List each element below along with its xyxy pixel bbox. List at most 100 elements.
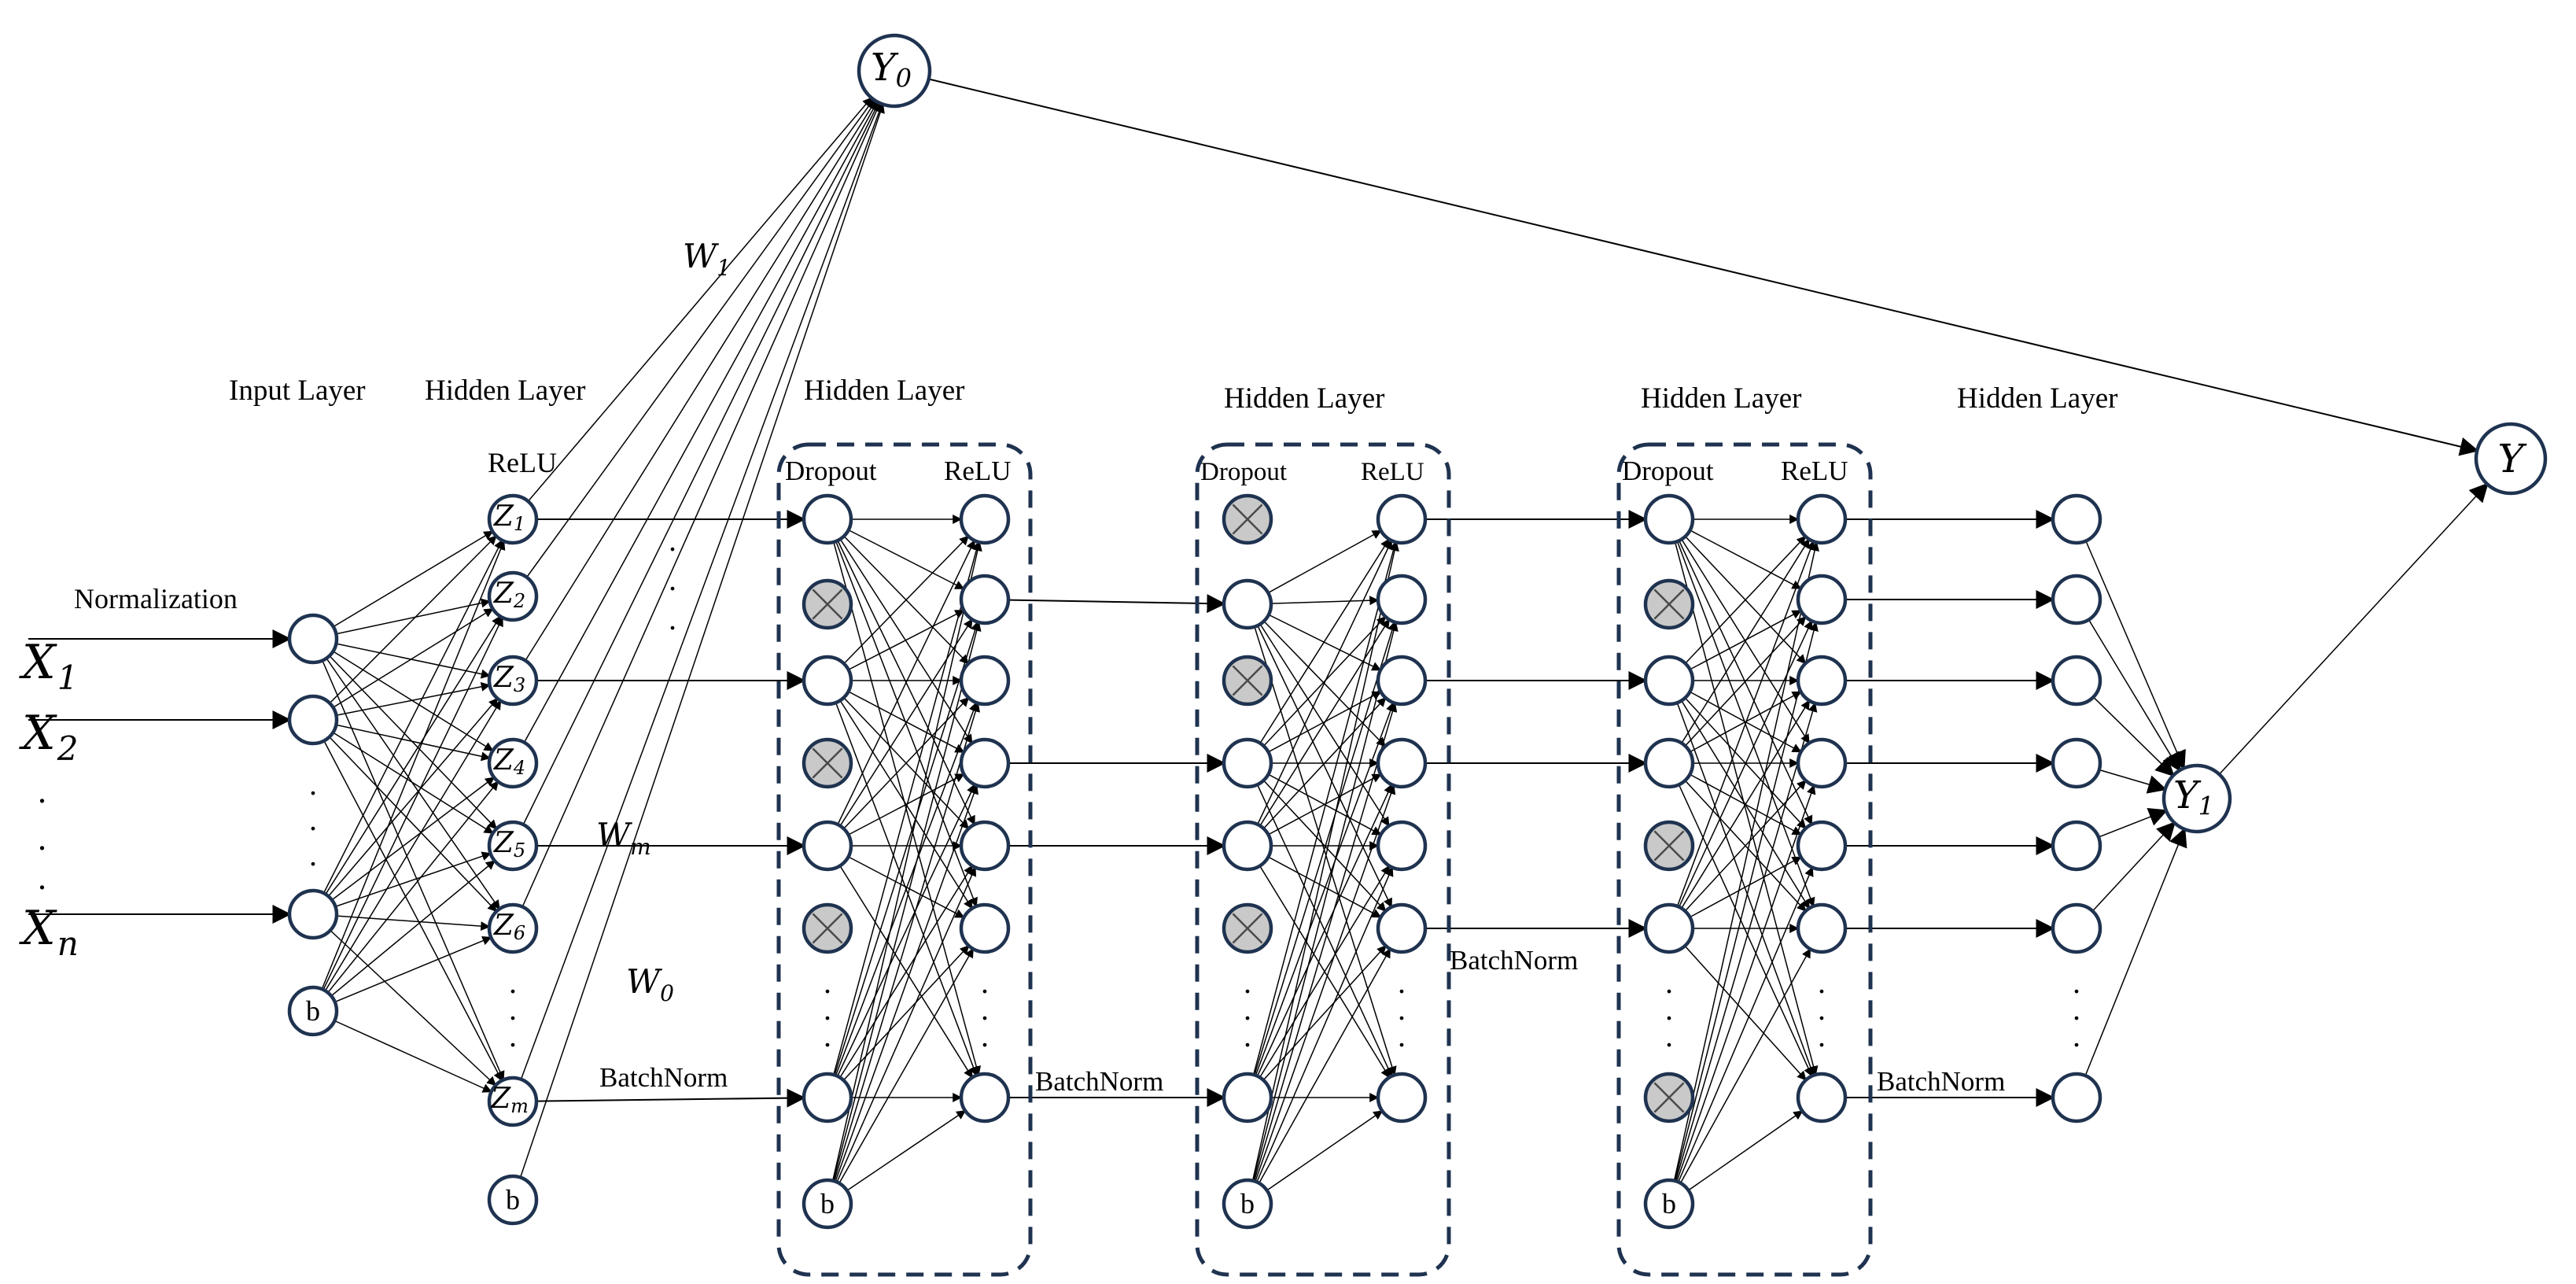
hidden-z-node-6-circle xyxy=(487,902,539,954)
input-to-z-edge xyxy=(312,777,496,915)
hidden-layer-label-5: Hidden Layer xyxy=(1957,382,2117,415)
hidden-z-node-4 xyxy=(487,737,539,789)
dropout-to-relu-edge xyxy=(1668,538,1810,764)
input-bias-node xyxy=(287,985,339,1037)
dropout-to-relu-edge xyxy=(827,535,969,681)
hidden-layer-label-3: Hidden Layer xyxy=(1224,382,1384,415)
input-to-z-edge xyxy=(312,638,500,910)
input-to-z-edge xyxy=(312,616,503,1012)
input-layer-label: Input Layer xyxy=(229,374,366,407)
hidden5-node-6 xyxy=(2051,902,2102,954)
relu-label-3: ReLU xyxy=(1361,458,1424,486)
input-to-z-edge xyxy=(312,913,496,1087)
dropout-to-relu-edge xyxy=(1668,616,1807,764)
block2-dropout-ellipsis: . xyxy=(1244,1018,1251,1053)
output-y-label: Y xyxy=(2497,436,2526,482)
weight-labels: W1 Wm W0 xyxy=(596,237,731,1006)
operation-labels: Normalization ReLU Dropout ReLU Dropout … xyxy=(74,447,2005,1097)
dropout-to-relu-edge xyxy=(1668,540,1815,929)
dropout-x-mark xyxy=(812,913,843,944)
hidden-z-label-2: Z2 xyxy=(493,577,525,613)
block3-relu-node-7-circle xyxy=(1796,1072,1848,1124)
hidden-z-node-5-circle xyxy=(487,820,539,872)
block2-dropout-ellipsis: . xyxy=(1244,965,1251,1000)
dropout-to-relu-edge xyxy=(827,680,973,910)
hidden-z-bias-node-circle xyxy=(487,1174,539,1226)
block2-bias-node xyxy=(1222,1178,1273,1230)
dropout-x-mark xyxy=(812,747,843,779)
dropout-to-relu-edge xyxy=(827,701,978,1098)
block1-relu-node-4 xyxy=(959,737,1011,789)
block1-dropout-node-2 xyxy=(802,578,853,630)
block1-dropout-node-1-circle xyxy=(802,493,853,545)
hidden5-node-7 xyxy=(2051,1072,2102,1124)
block2-dropout-node-7 xyxy=(1222,1072,1273,1124)
output-y1-node xyxy=(2161,763,2232,834)
hidden-z-bias-label: b xyxy=(506,1184,520,1216)
hidden-z-node-2 xyxy=(487,570,539,622)
z-to-y0-edge xyxy=(512,98,875,597)
hidden-z-bias-node xyxy=(487,1174,539,1226)
block3-dropout-node-3-circle xyxy=(1643,655,1695,707)
block3-dropout-node-5 xyxy=(1643,820,1695,872)
block2-relu-node-1-circle xyxy=(1376,493,1428,545)
connection-edges xyxy=(28,70,2489,1205)
input-node-1-circle xyxy=(287,613,339,665)
weights-ellipsis: . xyxy=(669,562,676,597)
hidden-z-node-5 xyxy=(487,820,539,872)
dropout-to-relu-edge xyxy=(827,1110,967,1205)
block1-dropout-ellipsis: . xyxy=(824,991,831,1027)
block3-relu-node-7 xyxy=(1796,1072,1848,1124)
block3-relu-node-1 xyxy=(1796,493,1848,545)
block1-relu-ellipsis: . xyxy=(981,965,989,1000)
dropout-to-relu-edge xyxy=(1247,615,1387,764)
dropout-to-relu-edge xyxy=(1668,680,1807,829)
hidden5-node-1-circle xyxy=(2051,493,2102,545)
dropout-to-relu-edge xyxy=(1247,540,1393,847)
input-to-z-edge xyxy=(312,719,498,913)
block1-dropout-ellipsis: . xyxy=(824,1018,831,1053)
dropout-to-relu-edge xyxy=(827,784,978,1205)
block1-relu-node-5-circle xyxy=(959,820,1011,872)
hidden-z-node-1 xyxy=(487,493,539,545)
input-to-z-edge xyxy=(312,530,494,640)
batchnorm-label-1: BatchNorm xyxy=(599,1062,728,1093)
block3-relu-node-4-circle xyxy=(1796,737,1848,789)
input-to-z-edge xyxy=(312,697,499,915)
hidden-z-node-7-circle xyxy=(487,1076,539,1127)
input-ellipsis-1: . xyxy=(38,772,46,810)
block3-dropout-node-3 xyxy=(1643,655,1695,707)
block3-relu-node-5-circle xyxy=(1796,820,1848,872)
block2-bias-label: b xyxy=(1240,1188,1255,1219)
layer-box-2 xyxy=(1195,442,1451,1277)
block2-relu-ellipsis: . xyxy=(1398,991,1406,1027)
block3-relu-node-6-circle xyxy=(1796,902,1848,954)
dropout-x-mark xyxy=(1232,913,1263,944)
z-to-y0-edge xyxy=(512,97,872,520)
block3-dropout-node-1 xyxy=(1643,493,1695,545)
block1-relu-node-7-circle xyxy=(959,1072,1011,1124)
block1-relu-node-1 xyxy=(959,493,1011,545)
block3-relu-node-1-circle xyxy=(1796,493,1848,545)
input-to-z-edge xyxy=(312,719,503,1082)
dropout-to-relu-edge xyxy=(1247,702,1398,1205)
input-to-z-edge xyxy=(312,539,503,915)
block3-relu-ellipsis: . xyxy=(1818,1018,1826,1053)
dropout-to-relu-edge xyxy=(1247,621,1397,1098)
block1-relu-node-2-circle xyxy=(959,574,1011,625)
dropout-to-relu-edge xyxy=(827,680,970,830)
input-to-z-edge xyxy=(312,719,494,834)
block3-dropout-ellipsis: . xyxy=(1665,1018,1673,1053)
z-to-y0-edge xyxy=(512,100,876,681)
relu-to-next-edge xyxy=(984,594,1226,614)
input-to-z-edge xyxy=(312,638,491,679)
hidden-z-ellipsis: . xyxy=(509,991,517,1027)
hidden-z-node-6 xyxy=(487,902,539,954)
hidden5-ellipsis: . xyxy=(2073,965,2080,1000)
hidden-z-label-7: Zm xyxy=(490,1083,529,1118)
input-to-z-edge xyxy=(312,860,496,1012)
block3-dropout-node-6-circle xyxy=(1643,902,1695,954)
dropout-to-relu-edge xyxy=(827,621,982,1205)
dropout-x-mark xyxy=(1232,504,1263,535)
z-to-y0-edge xyxy=(512,103,884,1102)
